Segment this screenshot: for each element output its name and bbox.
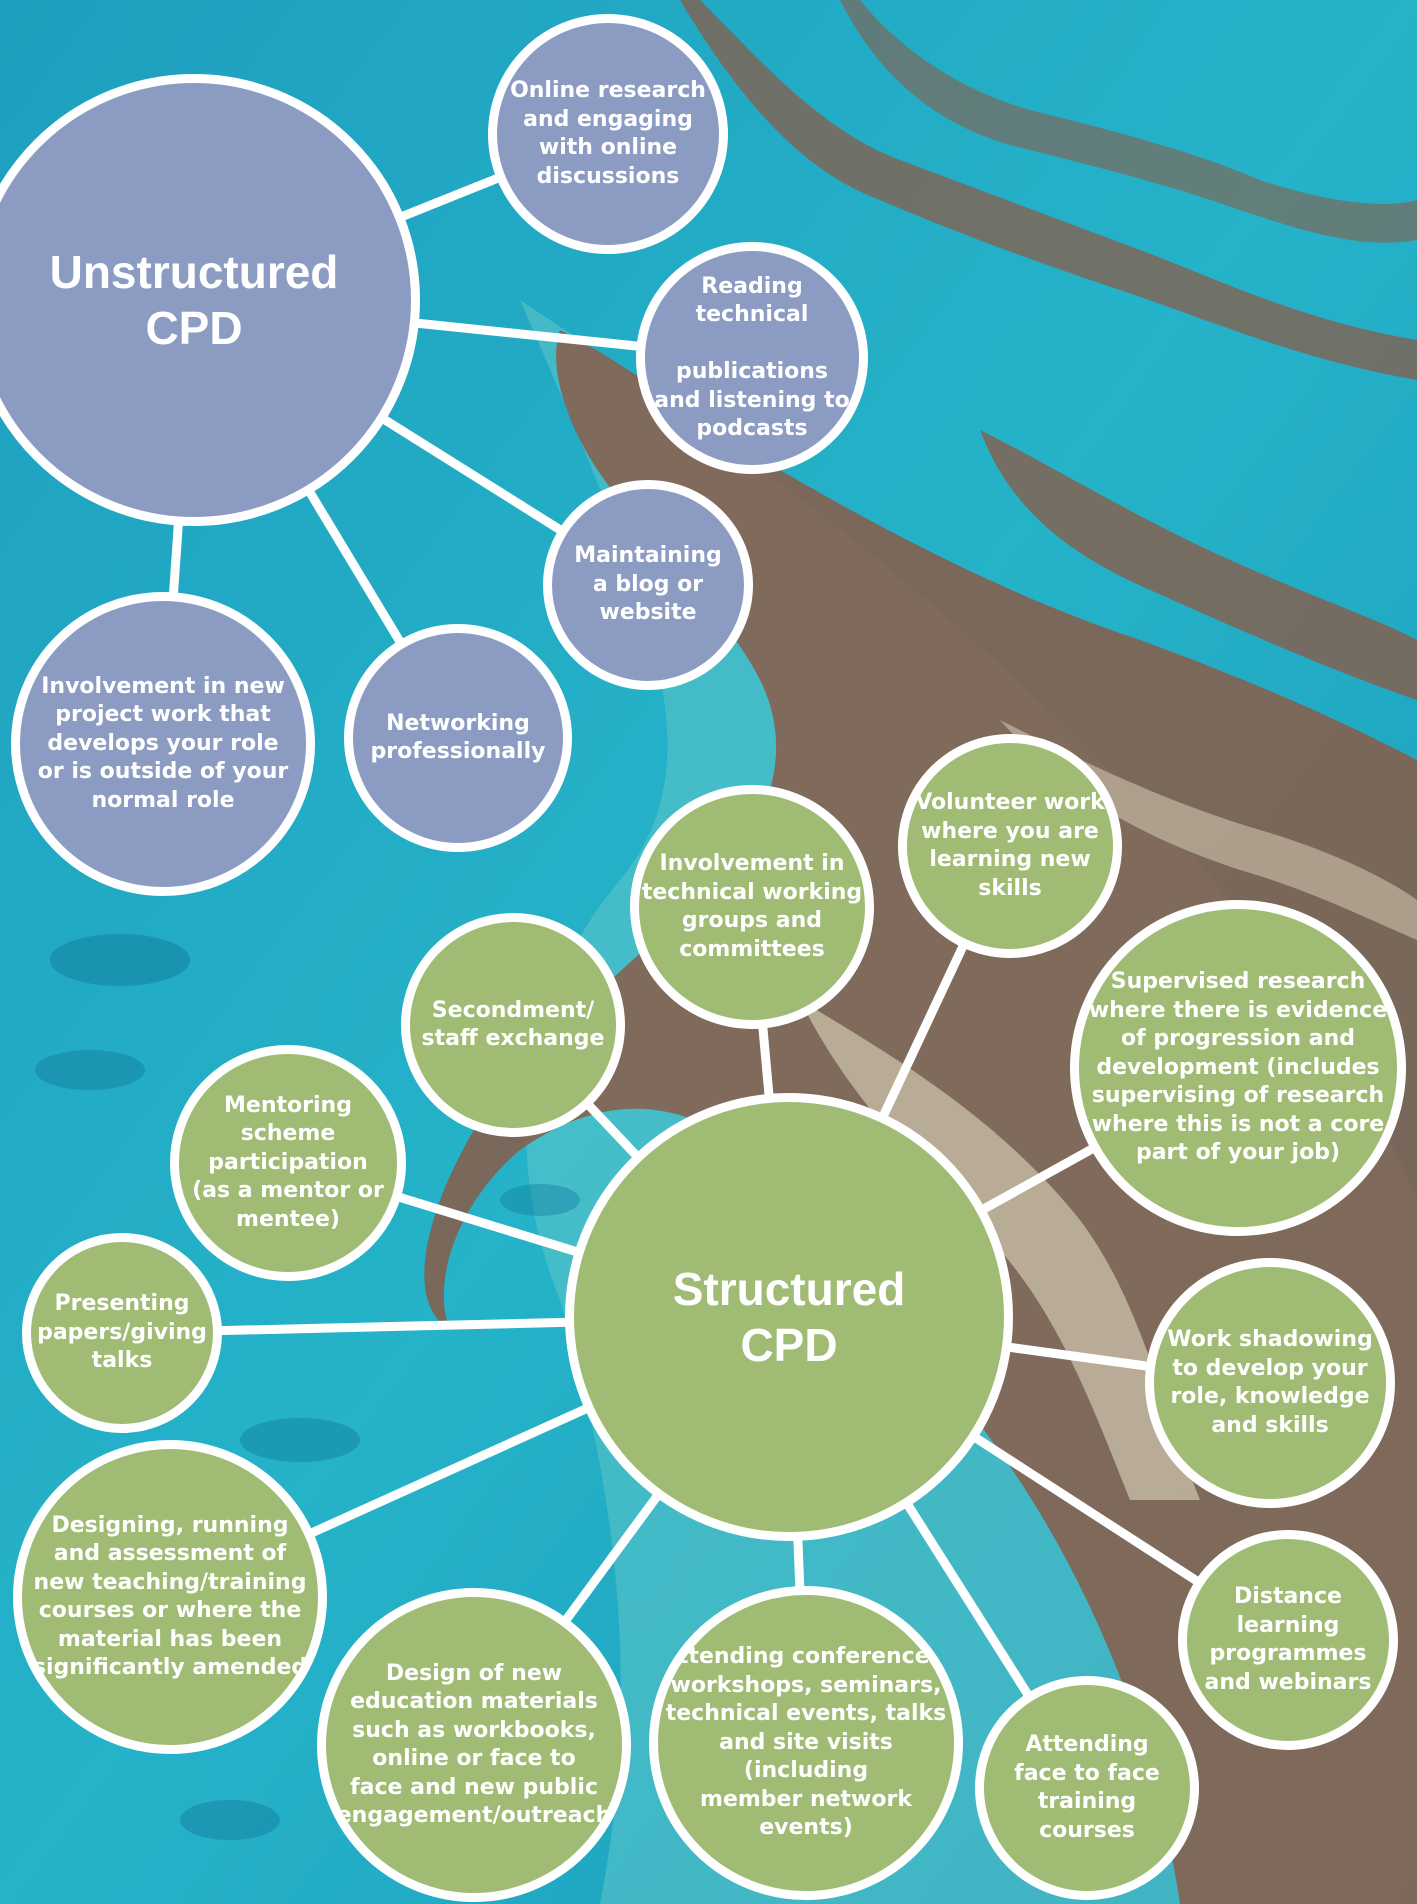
- node-label: Presenting papers/giving talks: [37, 1291, 207, 1374]
- node-label: Online research and engaging with online…: [510, 78, 706, 189]
- node-label: Networking professionally: [370, 710, 546, 765]
- unstructured-cpd-title: Unstructured CPD: [49, 246, 339, 354]
- node-designing-courses: Designing, running and assessment of new…: [13, 1440, 327, 1754]
- node-reading-technical: Reading technical publications and liste…: [636, 242, 868, 474]
- node-presenting-papers: Presenting papers/giving talks: [22, 1233, 222, 1433]
- node-label: Designing, running and assessment of new…: [32, 1512, 308, 1681]
- structured-cpd-title: Structured CPD: [672, 1263, 906, 1371]
- node-label: Distance learning programmes and webinar…: [1204, 1584, 1372, 1695]
- node-label: Supervised research where there is evide…: [1088, 969, 1388, 1166]
- node-education-materials: Design of new education materials such a…: [317, 1588, 631, 1902]
- node-maintaining-blog: Maintaining a blog or website: [543, 480, 753, 690]
- node-supervised-research: Supervised research where there is evide…: [1070, 900, 1406, 1236]
- node-secondment: Secondment/ staff exchange: [401, 913, 625, 1137]
- node-label: Maintaining a blog or website: [574, 543, 722, 626]
- structured-cpd-hub: Structured CPD: [565, 1093, 1013, 1541]
- node-label: Design of new education materials such a…: [336, 1660, 612, 1829]
- node-label: Work shadowing to develop your role, kno…: [1167, 1327, 1373, 1438]
- node-attending-conferences: Attending conferences, workshops, semina…: [649, 1586, 963, 1900]
- node-networking: Networking professionally: [344, 624, 572, 852]
- node-new-project-work: Involvement in new project work that dev…: [11, 592, 315, 896]
- node-label: Attending face to face training courses: [1014, 1732, 1160, 1843]
- node-label: Secondment/ staff exchange: [421, 997, 605, 1052]
- node-label: Mentoring scheme participation (as a men…: [192, 1092, 384, 1232]
- node-label: Reading technical publications and liste…: [654, 273, 850, 442]
- node-online-research: Online research and engaging with online…: [488, 14, 728, 254]
- node-distance-learning: Distance learning programmes and webinar…: [1178, 1530, 1398, 1750]
- node-volunteer-work: Volunteer work where you are learning ne…: [898, 734, 1122, 958]
- node-label: Attending conferences, workshops, semina…: [660, 1644, 952, 1841]
- node-face-to-face-training: Attending face to face training courses: [975, 1676, 1199, 1900]
- unstructured-cpd-hub: Unstructured CPD: [0, 74, 420, 526]
- node-label: Involvement in technical working groups …: [641, 851, 863, 962]
- node-mentoring-scheme: Mentoring scheme participation (as a men…: [170, 1045, 406, 1281]
- node-technical-working-groups: Involvement in technical working groups …: [630, 785, 874, 1029]
- node-work-shadowing: Work shadowing to develop your role, kno…: [1145, 1258, 1395, 1508]
- node-label: Involvement in new project work that dev…: [37, 673, 289, 813]
- node-label: Volunteer work where you are learning ne…: [915, 790, 1105, 901]
